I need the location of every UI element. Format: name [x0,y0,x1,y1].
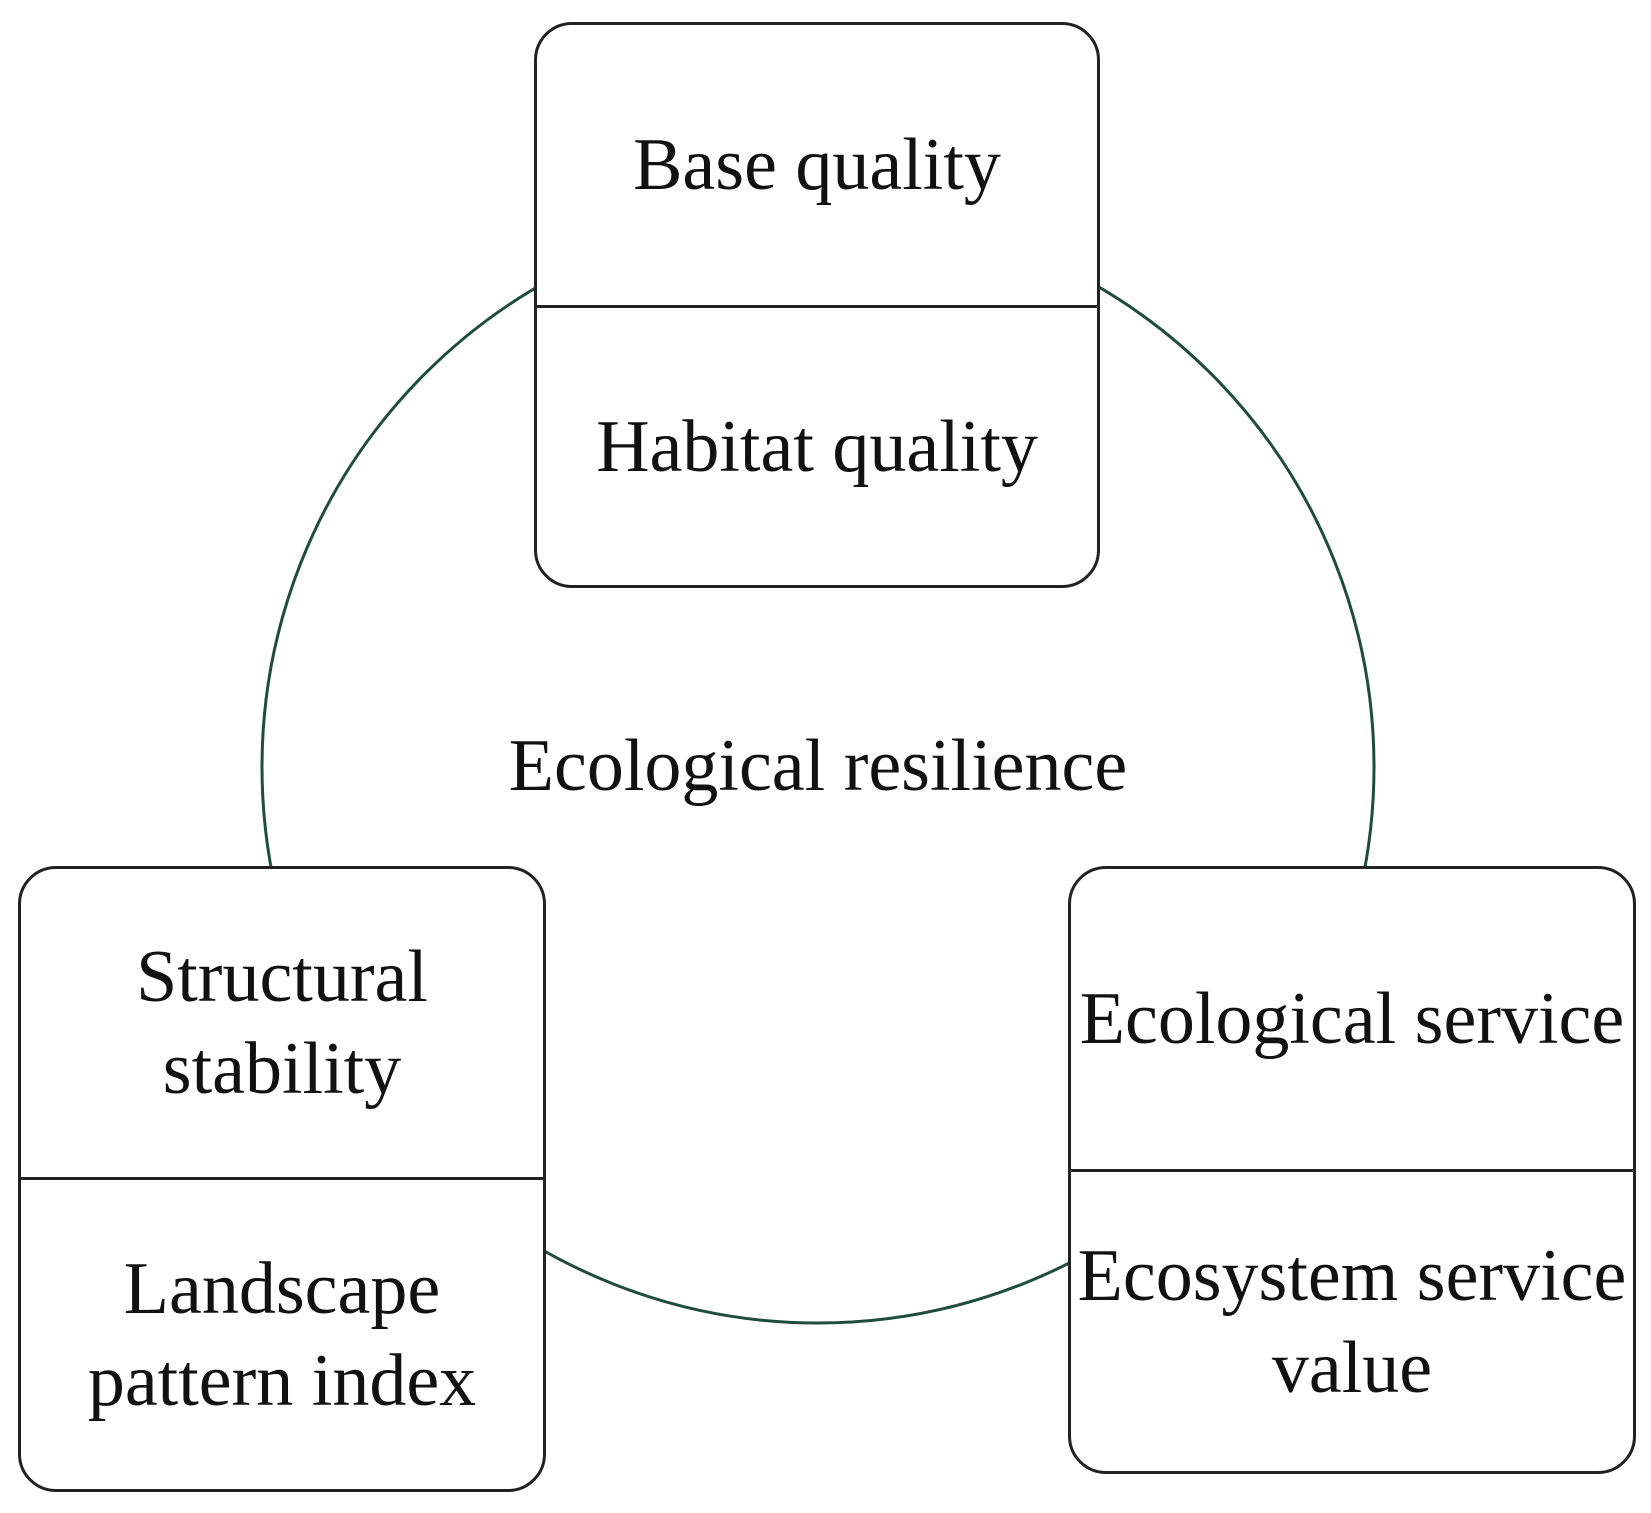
ecological-service-box: Ecological service Ecosystem service val… [1068,866,1636,1474]
center-label-ecological-resilience: Ecological resilience [508,725,1128,807]
base-quality-title: Base quality [537,25,1097,308]
structural-stability-title: Structural stability [21,869,543,1180]
structural-stability-box: Structural stability Landscape pattern i… [18,866,546,1492]
landscape-pattern-index-metric: Landscape pattern index [87,1247,477,1422]
base-quality-box: Base quality Habitat quality [534,22,1100,588]
ecological-service-title: Ecological service [1071,869,1633,1172]
habitat-quality-metric: Habitat quality [596,405,1038,488]
ecosystem-service-value-metric: Ecosystem service value [1077,1234,1627,1409]
